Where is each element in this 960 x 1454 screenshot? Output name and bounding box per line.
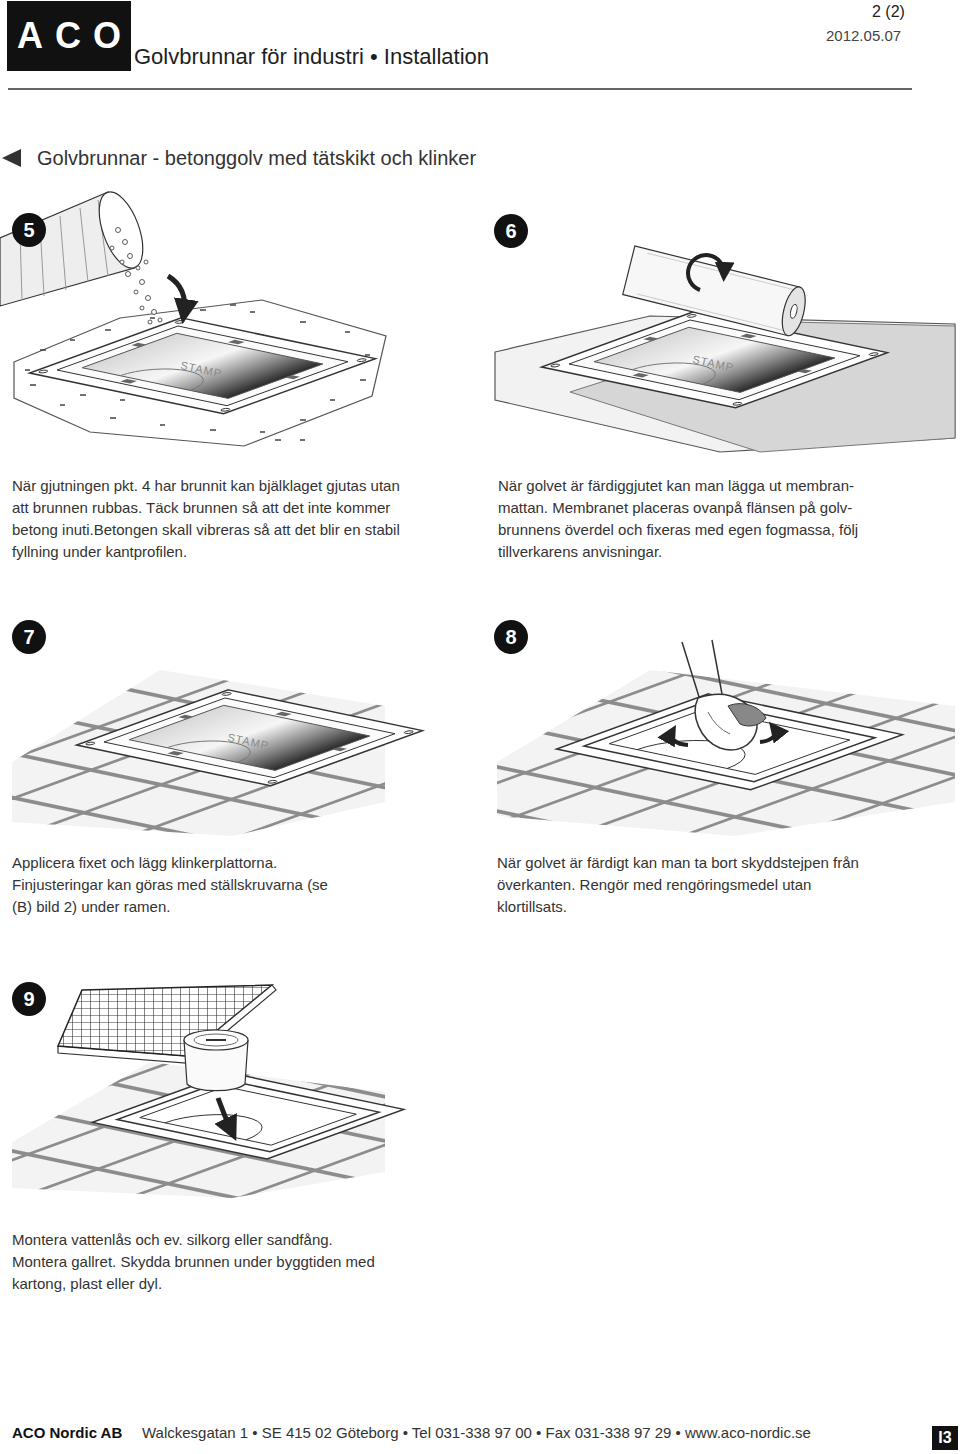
node-text: 6 [505,220,516,242]
section-heading: Golvbrunnar - betonggolv med tätskikt oc… [37,146,476,170]
node-text: 9 [23,988,34,1010]
page-title: Golvbrunnar för industri • Installation [134,44,489,70]
callout-number: 5 [12,213,46,247]
cleaning-illustration [497,640,955,836]
concrete-pour-illustration-part-part [136,266,140,270]
node-text: 7 [23,626,34,648]
step-text: Montera vattenlås och ev. silkorg eller … [12,1229,386,1295]
cleaning-illustration-part [682,640,722,700]
assembly-illustration-part [184,1030,248,1050]
membrane-illustration-part [542,312,888,408]
section-marker-part [2,149,21,167]
assembly-illustration-part [194,1034,238,1046]
company-name: ACO Nordic AB [12,1424,122,1442]
concrete-pour-illustration [0,186,386,446]
concrete-pour-illustration-part-part [128,254,133,259]
node-text: I3 [938,1429,951,1447]
concrete-pour-illustration-part-part [144,260,148,264]
callout-number: 7 [12,620,46,654]
page-count: 2 (2) [872,2,905,21]
concrete-pour-illustration-part-part [110,246,114,250]
assembly-illustration [12,985,404,1198]
concrete-pour-illustration-part-part [148,320,152,324]
concrete-pour-illustration-part [168,276,185,314]
assembly-illustration-part [206,1039,226,1041]
callout-number: 9 [12,982,46,1016]
step-text: Applicera fixet och lägg klinkerplattorn… [12,852,348,918]
assembly-illustration-part [218,1098,232,1132]
step-text: När golvet är färdigt kan man ta bort sk… [497,852,875,918]
concrete-pour-illustration-part-part [140,306,144,310]
membrane-illustration-part-part [637,253,793,330]
section-marker [2,149,21,167]
concrete-pour-illustration-part [14,300,386,446]
concrete-pour-illustration-part [30,318,376,414]
cleaning-illustration-part [708,712,730,734]
concrete-pour-illustration-part-part [140,280,145,285]
callout-number: 8 [494,620,528,654]
callout-number: 6 [494,214,528,248]
concrete-pour-illustration-part-part [120,260,124,264]
cleaning-illustration-part [728,704,766,726]
cleaning-illustration-part [671,732,688,745]
concrete-pour-illustration-part [110,228,162,325]
header-rule [8,89,912,90]
company-logo: ACO [7,1,131,71]
cleaning-illustration-part [760,728,776,742]
membrane-illustration [495,246,955,452]
logo-text: ACO [17,16,133,56]
concrete-pour-illustration-part-part [116,228,121,233]
concrete-pour-illustration-part-part [152,310,157,315]
cleaning-illustration-part [497,670,955,836]
footer-address: Walckesgatan 1 • SE 415 02 Göteborg • Te… [142,1424,811,1442]
date: 2012.05.07 [826,27,901,45]
cleaning-illustration-part [557,694,903,790]
membrane-illustration-part [623,246,810,338]
concrete-pour-illustration-part-part [134,290,138,294]
membrane-illustration-part-part [778,285,810,338]
tiling-illustration-part [77,690,423,786]
concrete-pour-illustration-part [90,186,151,273]
concrete-pour-illustration-part-part [126,272,131,277]
step-text: När golvet är färdiggjutet kan man lägga… [498,475,900,563]
node-text: 8 [505,626,516,648]
membrane-illustration-part-part [789,304,798,319]
membrane-illustration-part-part [623,246,800,336]
membrane-illustration-part [688,255,724,290]
assembly-illustration-part [92,1073,403,1159]
node-text: 5 [23,219,34,241]
concrete-pour-illustration-part-part [123,240,128,245]
tiling-illustration [12,670,422,836]
page-number-box: I3 [932,1426,958,1450]
concrete-pour-illustration-part-part [158,318,162,322]
header-rule-part [8,88,912,90]
concrete-pour-illustration-part-part [146,296,151,301]
step-text: När gjutningen pkt. 4 har brunnit kan bj… [12,475,410,563]
